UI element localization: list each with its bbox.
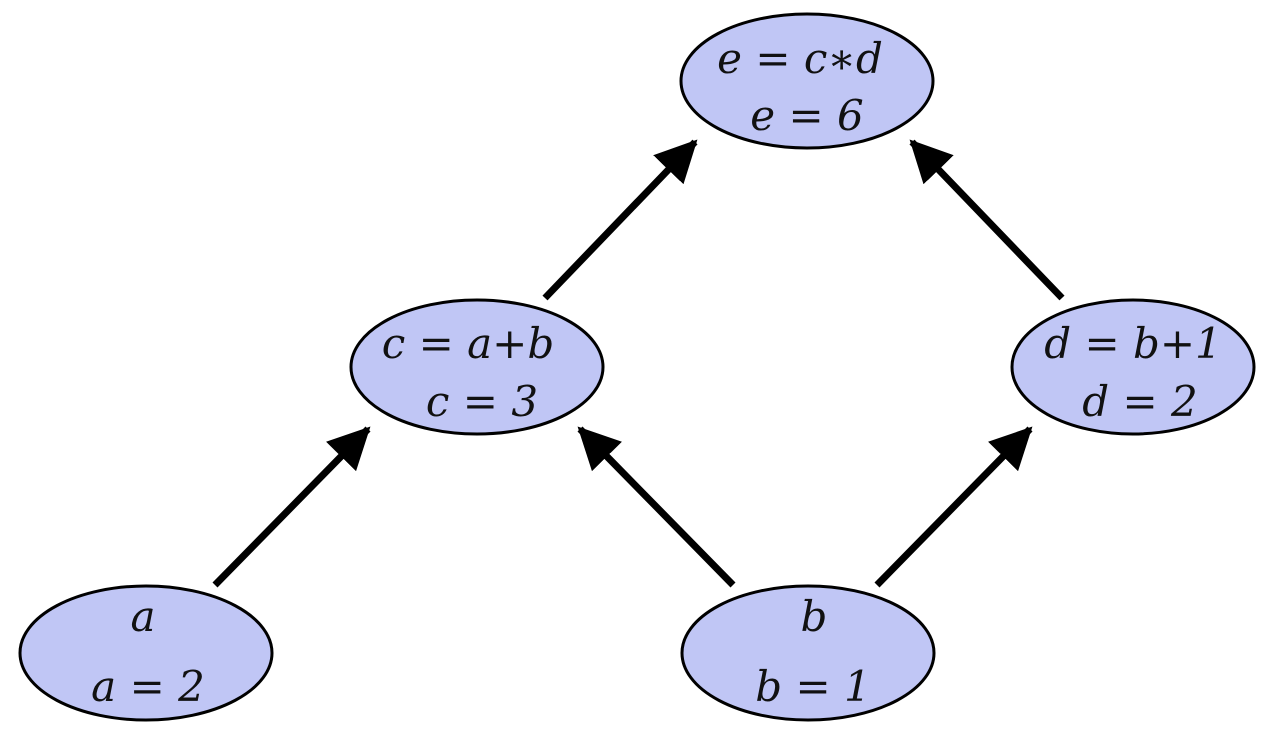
edge-b-to-c — [577, 426, 736, 588]
node-c-expression: c = a+b — [382, 319, 555, 368]
node-e-expression: e = c∗d — [717, 34, 883, 83]
node-b-symbol: b — [801, 592, 828, 641]
edge-a-to-c — [212, 426, 371, 588]
node-e: e = c∗d e = 6 — [679, 12, 935, 150]
edge-c-to-e — [542, 139, 698, 301]
node-e-value: e = 6 — [750, 91, 863, 140]
node-c: c = a+b c = 3 — [349, 298, 605, 436]
node-c-value: c = 3 — [426, 377, 538, 426]
node-a-symbol: a — [130, 592, 155, 641]
node-a-ellipse — [18, 584, 274, 722]
nodes-layer: e = c∗d e = 6 c = a+b c = 3 d = b+1 d = … — [18, 12, 1256, 722]
node-d-expression: d = b+1 — [1044, 319, 1222, 368]
edges-layer — [212, 139, 1065, 588]
node-b: b b = 1 — [680, 584, 936, 722]
node-d: d = b+1 d = 2 — [1010, 298, 1256, 436]
node-b-value: b = 1 — [755, 662, 871, 711]
node-d-value: d = 2 — [1082, 377, 1198, 426]
node-b-ellipse — [680, 584, 936, 722]
edge-d-to-e — [909, 139, 1065, 301]
node-c-ellipse — [349, 298, 605, 436]
node-d-ellipse — [1010, 298, 1256, 436]
node-a-value: a = 2 — [91, 662, 205, 711]
node-e-ellipse — [679, 12, 935, 150]
node-a: a a = 2 — [18, 584, 274, 722]
edge-b-to-d — [874, 426, 1033, 588]
